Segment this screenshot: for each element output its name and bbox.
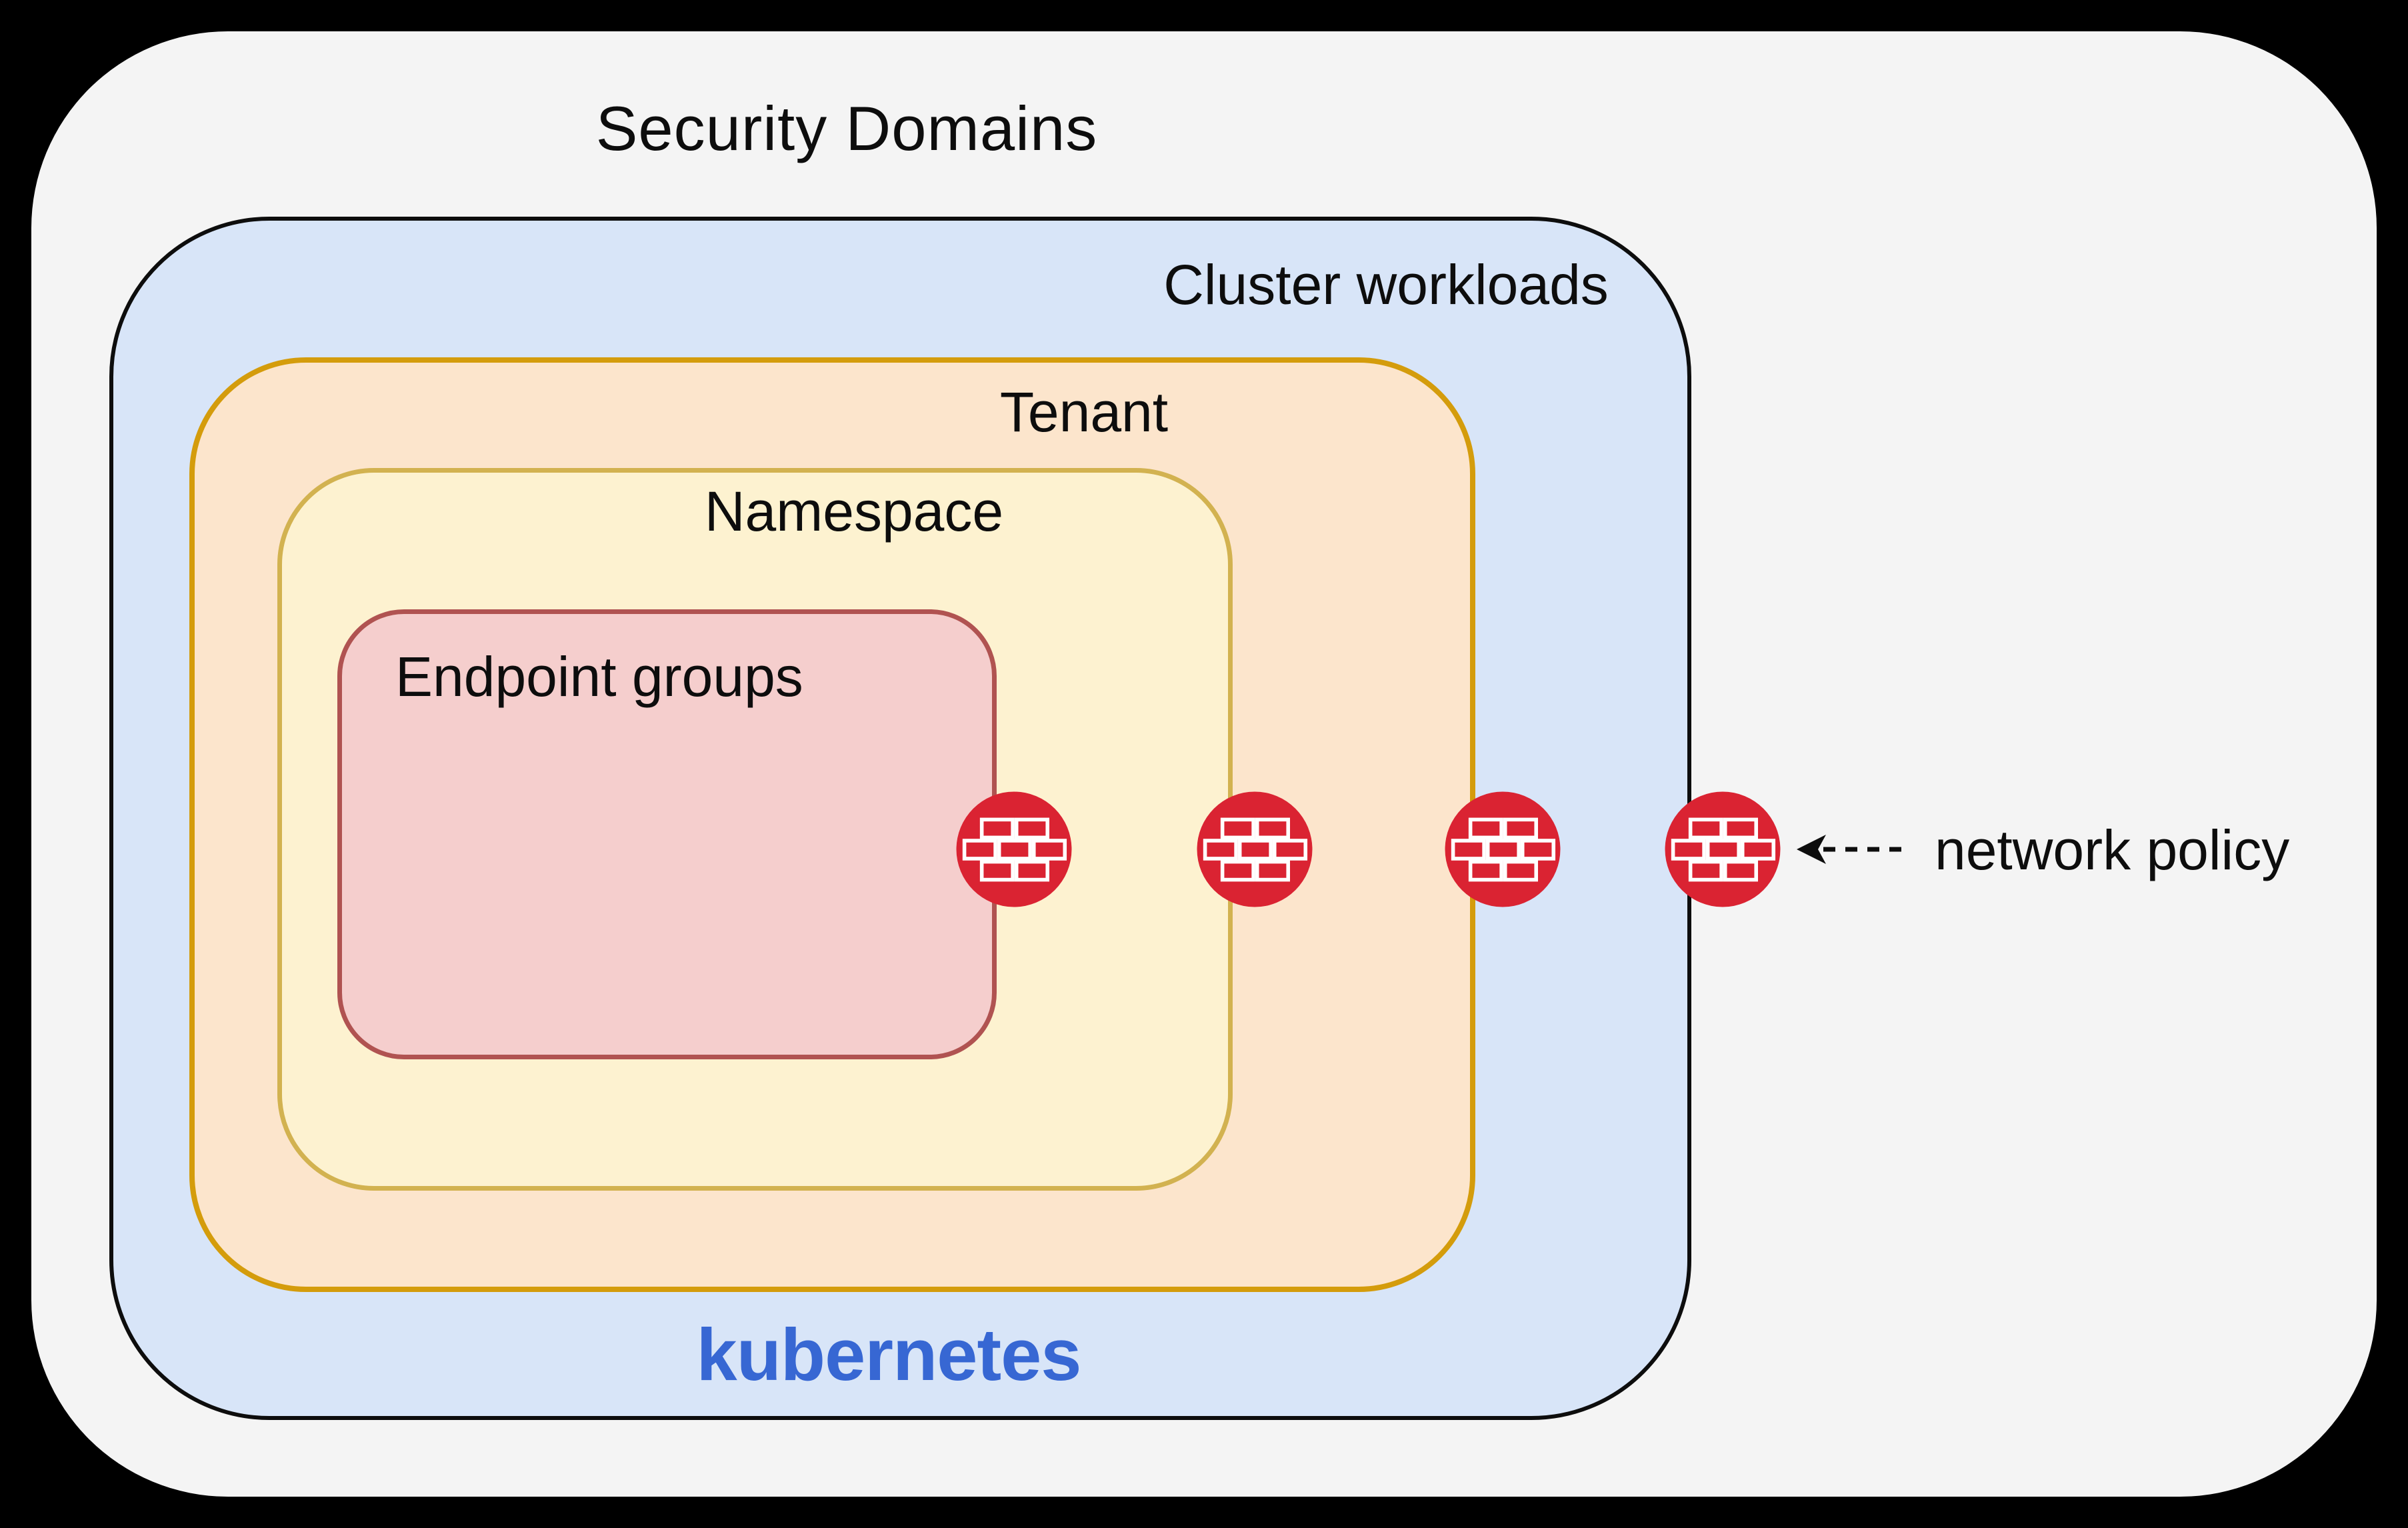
namespace-label: Namespace [704, 480, 1004, 543]
dashed-arrow-icon [1797, 835, 1910, 864]
kubernetes-wordmark: kubernetes [696, 1314, 1082, 1396]
page-title: Security Domains [595, 93, 1098, 163]
endpoint-groups-label: Endpoint groups [395, 645, 803, 708]
domain-endpoint-groups: Endpoint groups [337, 609, 997, 1059]
firewall-badge-cluster [1661, 787, 1785, 911]
firewall-badge-namespace [1193, 787, 1317, 911]
firewall-badge-endpoint-groups [952, 787, 1076, 911]
firewall-icon [1197, 791, 1313, 907]
security-domains-panel: Security Domains Cluster workloads Tenan… [31, 31, 2377, 1497]
network-policy-label: network policy [1935, 819, 2290, 881]
domain-namespace: Namespace Endpoint groups [277, 468, 1233, 1191]
firewall-badge-tenant [1441, 787, 1565, 911]
firewall-icon [1665, 791, 1781, 907]
firewall-icon [956, 791, 1072, 907]
cluster-workloads-label: Cluster workloads [1163, 253, 1609, 316]
firewall-icon [1445, 791, 1561, 907]
tenant-label: Tenant [999, 381, 1169, 443]
